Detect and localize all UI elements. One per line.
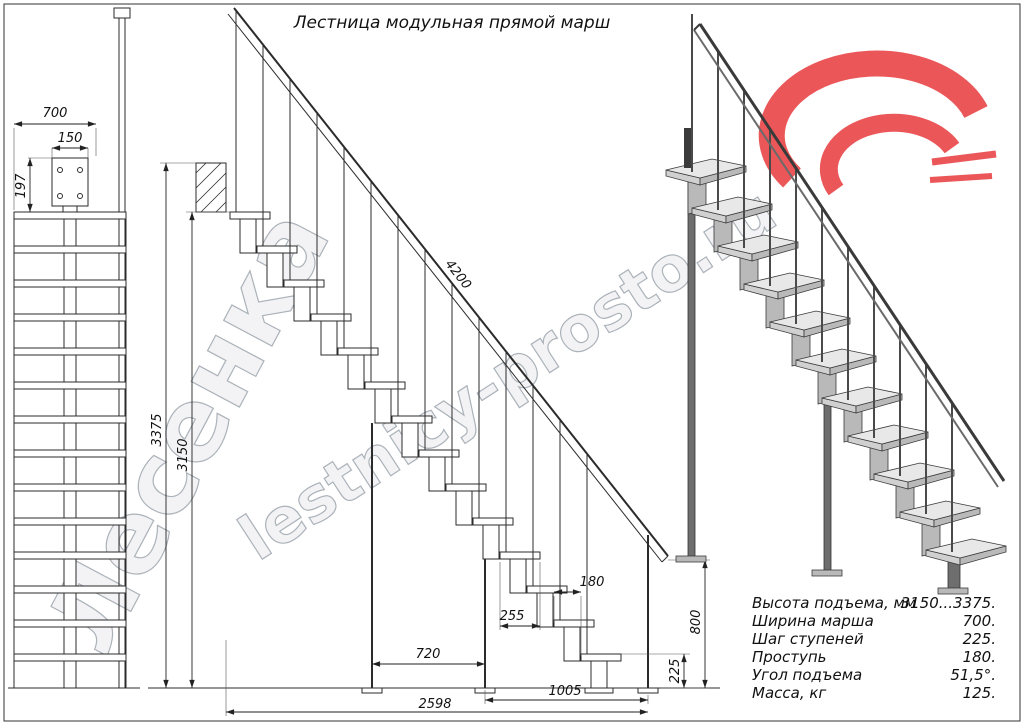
- sheet-border: [3, 3, 1021, 722]
- dim-last-rise: 225: [668, 659, 683, 684]
- dim-end-span: 1005: [548, 684, 581, 699]
- mounting-plate: [51, 157, 89, 207]
- dim-front-width: 700: [43, 106, 68, 121]
- spec-value: 125.: [963, 684, 996, 702]
- handrail-cap-front: [113, 7, 131, 19]
- wall-bracket-iso: [684, 128, 693, 168]
- handrail-iso: [693, 23, 1006, 488]
- spec-value: 700.: [963, 612, 996, 630]
- drawing-title: Лестница модульная прямой марш: [293, 13, 611, 33]
- spec-label: Высота подъема, мм: [752, 594, 916, 612]
- balusters-side: [235, 11, 588, 654]
- dim-height-clear: 3150: [176, 438, 191, 471]
- dim-plate-width: 150: [58, 131, 83, 146]
- handrail-side: [227, 7, 669, 563]
- balusters-iso: [691, 14, 953, 552]
- front-view: 700 150 197: [8, 7, 140, 689]
- spec-label: Ширина марша: [752, 612, 874, 630]
- dim-plate-offset: 197: [14, 173, 29, 199]
- spec-label: Шаг ступеней: [752, 630, 864, 648]
- iso-steps: [665, 158, 1007, 566]
- spec-value: 225.: [963, 630, 996, 648]
- dim-rail-end-height: 800: [689, 610, 704, 635]
- iso-view: [665, 14, 1007, 595]
- spec-label: Угол подъема: [752, 666, 862, 684]
- side-dimensions: 3375 3150 4200 180 255 720 1005 2598: [150, 162, 710, 716]
- dim-tread: 255: [500, 609, 525, 624]
- brand-logo: [758, 50, 997, 196]
- spec-label: Масса, кг: [752, 684, 826, 702]
- front-dimensions: 700 150 197: [13, 106, 97, 212]
- dim-going: 180: [580, 575, 605, 590]
- spec-table: Высота подъема, мм 3150...3375. Ширина м…: [752, 594, 996, 702]
- spec-label: Проступь: [752, 648, 827, 666]
- dim-total-run: 2598: [418, 697, 451, 712]
- spec-value: 51,5°.: [950, 666, 996, 684]
- spec-value: 3150...3375.: [901, 594, 996, 612]
- dim-height-max: 3375: [150, 413, 165, 446]
- spec-value: 180.: [963, 648, 996, 666]
- wall-anchor-block: [195, 162, 227, 213]
- side-view: 3375 3150 4200 180 255 720 1005 2598: [148, 7, 720, 716]
- dim-post-span: 720: [416, 647, 441, 662]
